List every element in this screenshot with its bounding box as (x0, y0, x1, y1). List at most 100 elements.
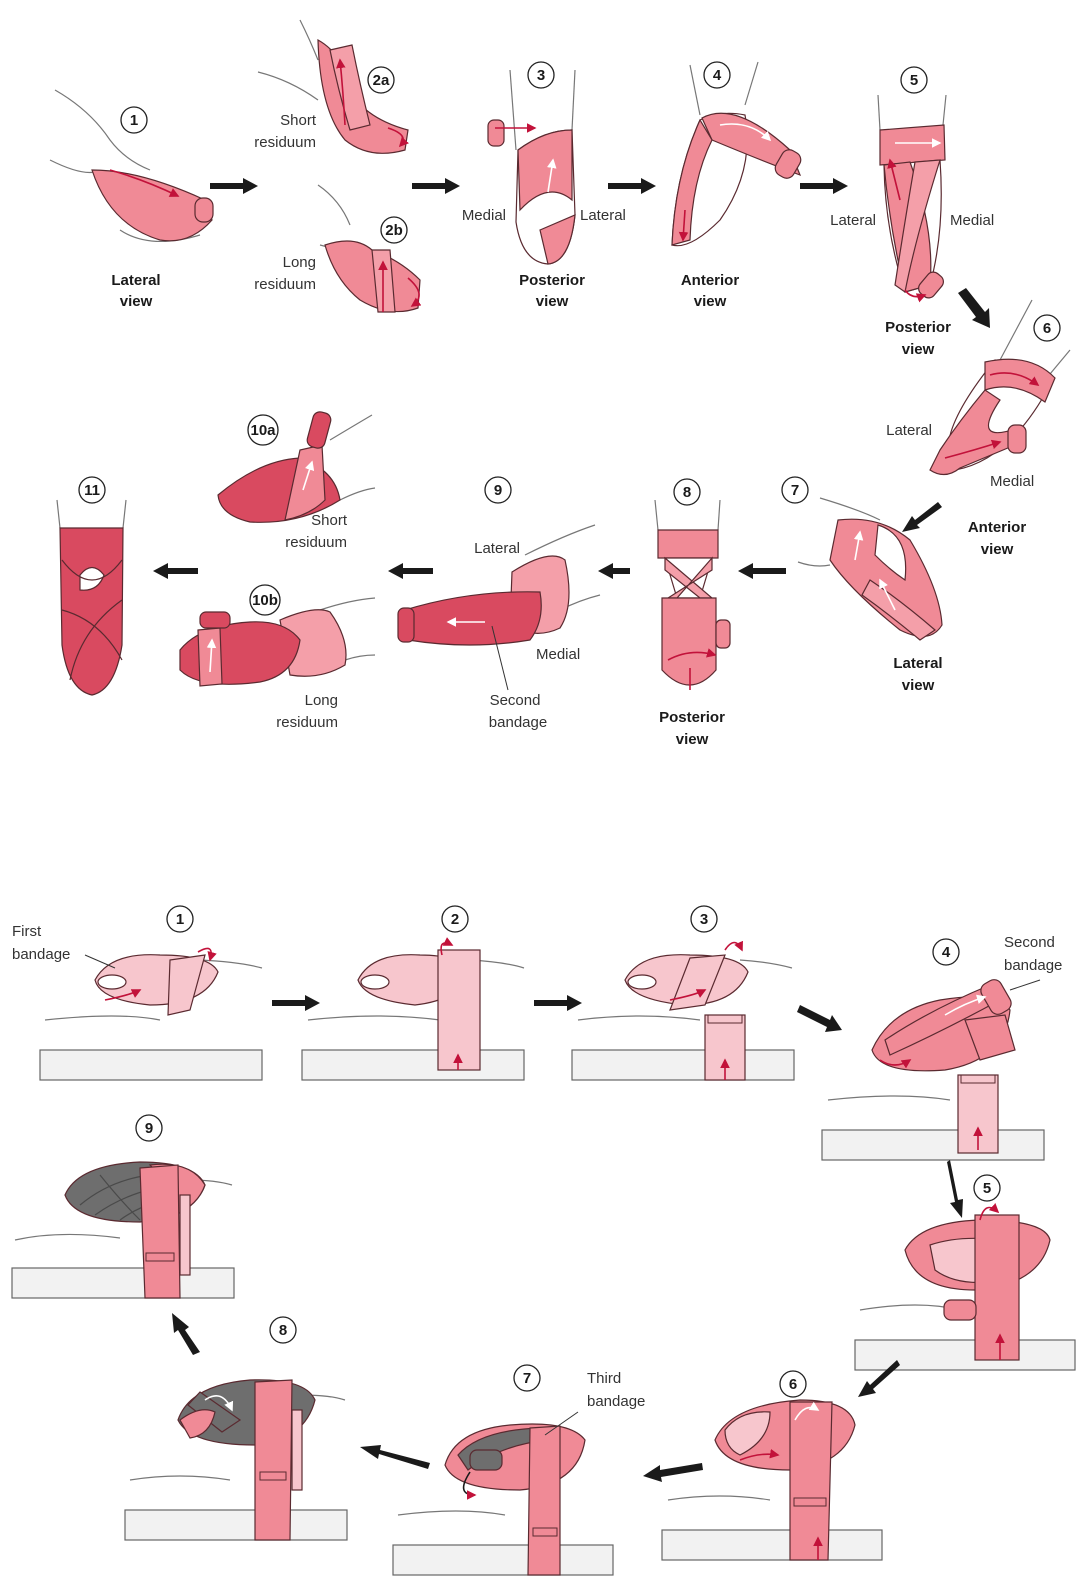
step-arrow (643, 1463, 703, 1482)
view-label-line1: Anterior (681, 272, 740, 289)
bandage-layer (198, 628, 222, 686)
bottom-step-5: 5 (855, 1175, 1075, 1370)
limb-outline (258, 72, 318, 100)
bottom-step-4: 4 Second bandage (822, 934, 1062, 1160)
limb-outline (943, 95, 946, 125)
step-number: 5 (910, 72, 918, 89)
step-arrow (153, 563, 198, 579)
top-step-9: 9 Lateral Medial Second bandage (398, 477, 600, 731)
top-step-7: 7 Lateral view (782, 477, 943, 694)
first-bandage (292, 1410, 302, 1490)
limb-outline (798, 562, 830, 566)
limb-outline (655, 500, 658, 530)
second-bandage (975, 1215, 1019, 1360)
callout-label-line2: bandage (489, 714, 547, 731)
view-label-line1: Posterior (885, 319, 951, 336)
limb-outline (300, 20, 318, 60)
second-bandage (528, 1426, 560, 1575)
step-number: 11 (84, 482, 100, 499)
first-bandage (180, 1195, 190, 1275)
second-bandage (405, 592, 541, 645)
bottom-step-9: 9 (12, 1115, 234, 1298)
bandage-roll (1008, 425, 1026, 453)
second-bandage (255, 1380, 292, 1540)
step-arrow (272, 995, 320, 1011)
limb-outline (525, 525, 595, 555)
callout-label-line2: bandage (587, 1393, 645, 1410)
residuum-label-line2: residuum (254, 276, 316, 293)
callout-label-line1: Second (490, 692, 541, 709)
step-number: 9 (145, 1120, 153, 1137)
step-number: 4 (713, 67, 722, 84)
limb-outline (15, 1234, 120, 1240)
limb-outline (578, 1016, 700, 1020)
limb-outline (57, 500, 60, 528)
bandage-roll (470, 1450, 502, 1470)
bottom-sequence: 1 First bandage 2 (12, 906, 1075, 1575)
bottom-step-8: 8 (125, 1317, 347, 1540)
view-label-line1: Posterior (519, 272, 585, 289)
step-number: 3 (700, 911, 708, 928)
limb-outline (398, 1511, 505, 1515)
bandage-roll (195, 198, 213, 222)
limb-outline (318, 185, 350, 225)
step-number: 7 (523, 1370, 531, 1387)
step-number: 3 (537, 67, 545, 84)
top-step-1: 1 Lateral view (50, 90, 213, 310)
side-label-right: Lateral (580, 207, 626, 224)
limb-outline (820, 498, 880, 520)
step-number: 10a (250, 422, 276, 439)
bed (662, 1530, 882, 1560)
residuum-label-line1: Long (305, 692, 338, 709)
limb-outline (123, 500, 126, 528)
residuum-label-line1: Long (283, 254, 316, 271)
bed (572, 1050, 794, 1080)
limb-outline (45, 1016, 160, 1020)
residuum-label-line2: residuum (276, 714, 338, 731)
step-number: 5 (983, 1180, 991, 1197)
step-arrow (947, 1160, 963, 1218)
step-arrow (360, 1445, 430, 1469)
side-label-left: Medial (462, 207, 506, 224)
view-label-line2: view (694, 293, 727, 310)
step-number: 2 (451, 911, 459, 928)
bottom-step-7: 7 Third bandage (393, 1365, 645, 1575)
step-arrow (797, 1005, 842, 1032)
step-number: 7 (791, 482, 799, 499)
bandage-roll (488, 120, 504, 146)
step-arrow (388, 563, 433, 579)
bed (125, 1510, 347, 1540)
callout-label-line2: bandage (12, 946, 70, 963)
step-number: 8 (683, 484, 691, 501)
step-arrow (958, 288, 990, 328)
direction-arrow (725, 943, 742, 951)
step-arrow (598, 563, 630, 579)
step-number: 10b (252, 592, 278, 609)
bed (302, 1050, 524, 1080)
limb-outline (878, 95, 880, 130)
view-label-line2: view (120, 293, 153, 310)
limb-outline (130, 1476, 230, 1480)
second-bandage (438, 950, 480, 1070)
limb-outline (828, 1096, 950, 1100)
side-label-right: Medial (950, 212, 994, 229)
top-step-2a: 2a Short residuum (254, 20, 408, 153)
residuum-end (628, 975, 656, 989)
top-step-11: 11 (57, 477, 126, 695)
callout-line (85, 955, 115, 968)
bandage-roll (306, 410, 333, 449)
step-arrow (412, 178, 460, 194)
step-arrow (172, 1313, 200, 1355)
step-number: 1 (176, 911, 184, 928)
bandage-wrap (92, 170, 212, 241)
top-step-4: 4 Anterior view (672, 62, 804, 310)
view-label-line2: view (536, 293, 569, 310)
bandage-roll (944, 1300, 976, 1320)
second-bandage (790, 1402, 832, 1560)
bandage-roll (398, 608, 414, 642)
bed (822, 1130, 1044, 1160)
step-arrow (534, 995, 582, 1011)
limb-outline (740, 960, 792, 968)
step-number: 6 (1043, 320, 1051, 337)
